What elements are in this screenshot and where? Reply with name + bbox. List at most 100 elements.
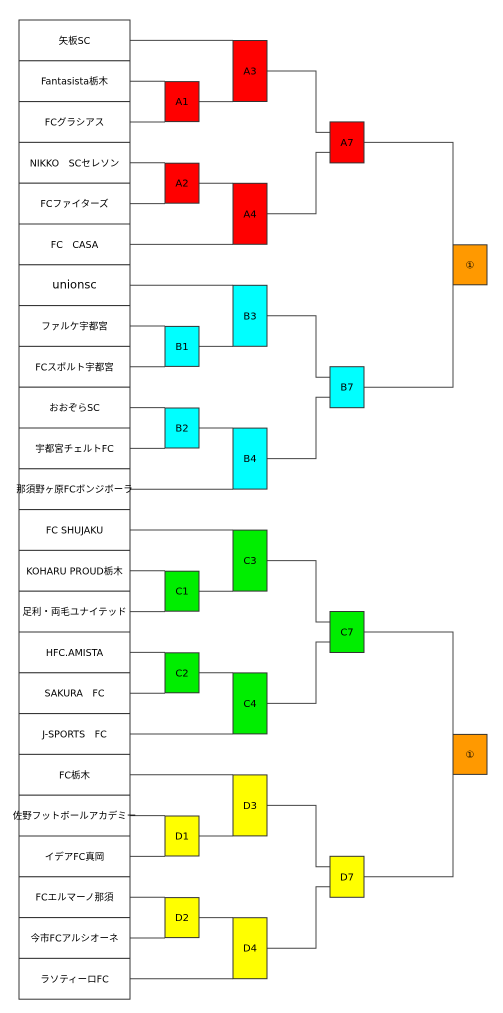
team-cell: FCグラシアス [18,101,131,143]
team-cell: おおぞらSC [18,386,131,429]
team-cell: 宇都宮チェルトFC [18,427,131,470]
match-box-fill [232,40,268,102]
bracket-line [267,560,330,623]
match-box-fill [232,774,268,837]
match-box: A1 [164,81,200,123]
match-box-fill [232,672,268,735]
match-label: A4 [243,209,256,220]
match-box: A7 [329,121,365,164]
match-label: A2 [175,179,188,190]
match-box-fill [164,815,200,857]
bracket-line [364,762,454,878]
bracket-line [130,570,165,613]
match-box: B2 [164,407,200,449]
match-box-fill [164,325,200,367]
match-label: C1 [175,587,188,598]
team-cell: イデアFC真岡 [18,835,131,878]
match-label: ① [466,260,475,271]
bracket-line [267,804,330,868]
team-cell: 佐野フットボールアカデミー [13,794,136,837]
team-cell-box [18,19,131,62]
team-cell-box [18,305,131,347]
team-cell-box [18,223,131,266]
match-label: C7 [340,628,353,639]
match-box: B7 [329,366,365,409]
team-name: FCエルマーノ那須 [35,893,114,904]
match-box-fill [329,611,365,653]
match-box-fill [164,570,200,612]
match-box: A2 [164,162,200,204]
match-label: D7 [340,872,354,883]
match-label: A7 [340,138,353,149]
match-box-fill [164,162,200,204]
team-cell: Fantasista栃木 [18,60,131,103]
team-cell: ファルケ宇都宮 [18,305,131,347]
bracket-line [267,886,330,949]
team-cell-box [18,427,131,470]
match-label: B1 [175,342,188,353]
bracket-line [267,70,330,133]
match-box: C2 [164,652,200,694]
team-cell-box [18,957,131,1000]
team-cell: NIKKO SCセレソン [18,141,131,184]
match-box-fill [452,733,488,775]
team-cell-box [18,835,131,878]
team-cell-box [18,876,131,919]
bracket-line [267,151,330,215]
team-cell-box [18,182,131,225]
team-name: 今市FCアルシオーネ [30,933,118,945]
team-name: おおぞらSC [49,403,100,414]
match-label: A3 [243,67,256,78]
team-name: イデアFC真岡 [45,851,105,863]
match-box: C7 [329,611,365,653]
bracket-line [364,631,454,747]
team-name: NIKKO SCセレソン [30,158,120,169]
match-box: D4 [232,917,268,980]
bracket-line [130,407,165,449]
bracket-line [364,141,454,257]
match-box-fill [164,407,200,449]
team-cell-box [18,753,131,796]
bracket-line [267,315,330,378]
bracket-line [130,815,165,857]
match-label: B7 [340,383,353,394]
team-cell-box [18,386,131,429]
team-cell: FC栃木 [18,753,131,796]
team-cell-box [18,509,131,551]
team-name: ファルケ宇都宮 [41,321,108,333]
team-name: FC栃木 [59,769,91,781]
team-name: FC CASA [51,240,99,251]
match-box: C4 [232,672,268,735]
bracket-line [130,325,165,368]
match-label: ① [466,750,475,761]
team-name: 那須野ヶ原FCボンジボーラ [16,485,133,496]
team-cell: FCエルマーノ那須 [18,876,131,919]
bracket-line [130,651,165,694]
match-box: A3 [232,40,268,102]
match-box: B3 [232,284,268,347]
match-label: D1 [175,832,189,843]
match-box: C1 [164,570,200,612]
team-cell-box [18,101,131,143]
team-name: J-SPORTS FC [41,730,107,741]
team-cell-box [18,345,131,388]
team-cell-box [18,672,131,715]
match-box-fill [232,427,268,490]
team-cell: 那須野ヶ原FCボンジボーラ [16,468,133,511]
bracket-line [267,641,330,704]
match-label: D4 [243,944,257,955]
team-cell: 足利・両毛ユナイテッド [18,590,131,633]
team-cell: FC CASA [18,223,131,266]
match-label: D2 [175,913,189,924]
match-boxes: A1A2A3A4A7B1B2B3B4B7C1C2C3C4C7D1D2D3D4D7… [164,40,488,980]
match-box-fill [329,855,365,898]
match-box-fill [232,917,268,980]
match-box: C3 [232,529,268,592]
match-box-fill [329,121,365,164]
bracket-line [364,272,454,388]
team-cell: FCファイターズ [18,182,131,225]
match-label: D3 [243,801,257,812]
team-cell: ラソティーロFC [18,957,131,1000]
